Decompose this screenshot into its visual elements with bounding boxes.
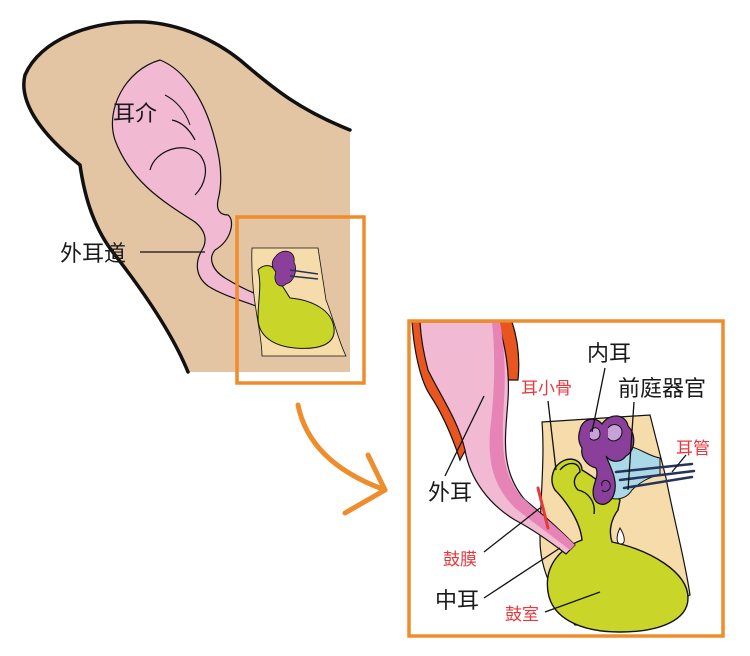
canal-pink-dark: [489, 322, 575, 550]
label-ossicles: 耳小骨: [521, 379, 572, 399]
mini-tube: [289, 269, 319, 280]
cochlea-swirl: [601, 479, 611, 493]
inner-ear-loop-1: [589, 427, 601, 441]
label-inner-ear: 内耳: [587, 342, 631, 367]
label-auricle: 耳介: [113, 102, 157, 127]
head-overview: [22, 20, 352, 374]
zoomed-section: [411, 321, 696, 633]
label-middle-ear: 中耳: [435, 589, 479, 614]
leader-auricle: [171, 119, 196, 141]
label-external-canal: 外耳道: [60, 242, 126, 267]
leader-ossicles: [547, 400, 557, 471]
zoom-arrowhead: [342, 452, 388, 516]
focus-frame-small: [235, 215, 366, 385]
zoom-arrow: [295, 402, 388, 493]
mini-inner-structures: [251, 247, 347, 357]
label-outer-ear: 外耳: [428, 481, 472, 506]
leader-vestibular: [627, 401, 635, 491]
mini-cochlea: [271, 250, 296, 287]
auricle-curl: [149, 147, 207, 196]
inner-ear-loop-2: [607, 424, 623, 442]
leader-eardrum: [483, 507, 541, 553]
leader-outer-ear: [444, 395, 485, 477]
leader-ear-tube: [671, 454, 687, 473]
leader-tympanic-cavity: [544, 591, 601, 613]
leader-middle-ear: [483, 547, 561, 599]
auricle-pink: [111, 59, 263, 307]
auricle-curl-2: [164, 94, 191, 126]
label-vestibular-organ: 前庭器官: [618, 377, 706, 402]
label-ear-tube: 耳管: [676, 439, 710, 459]
eardrum: [536, 486, 550, 530]
label-eardrum: 鼓膜: [443, 550, 477, 570]
leader-inner-ear: [591, 367, 606, 433]
tympanic-cavity-drop: [616, 526, 625, 545]
head-outline: [22, 20, 352, 374]
focus-frame-large: [407, 319, 725, 638]
label-tympanic-cavity: 鼓室: [505, 605, 539, 625]
ossicles: [559, 462, 595, 515]
